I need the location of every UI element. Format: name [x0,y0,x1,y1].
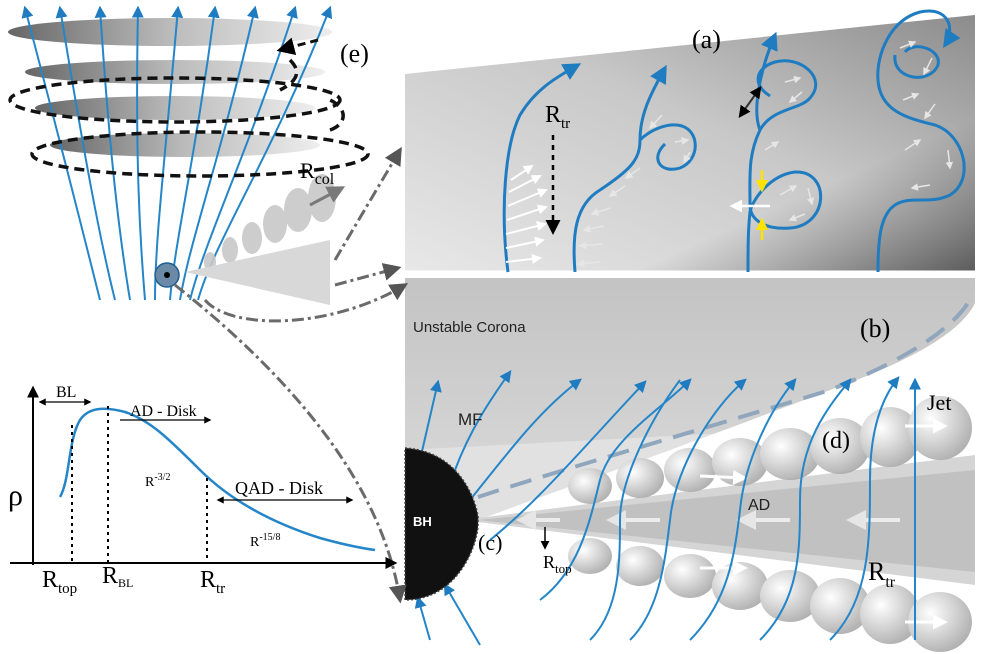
x-tick-r-bl: RBL [102,563,133,590]
slope-2-label: R-15/8 [250,532,280,550]
panel-e: (e) Rcol [8,5,409,604]
jet-label: Jet [927,390,951,415]
density-curve [58,407,376,552]
r-col-label: Rcol [300,158,335,188]
panel-d-label: (d) [822,428,850,454]
mf-label: MF [458,410,483,429]
density-profile: ρ BL AD - Disk QAD - Disk R-3/2 R-15/8 R… [8,384,398,597]
r-tr-label-d: Rtr [868,557,896,591]
r-tr-label-a: Rtr [545,102,570,132]
panel-b: BH Unstable Corona (b) (c) (d) MF Jet AD… [404,278,975,654]
panel-a: (a) Rtr [405,9,975,274]
corona-boundary [477,295,974,499]
bh-label: BH [413,514,432,529]
panel-b-label: (b) [860,314,890,343]
unstable-corona-label: Unstable Corona [413,319,526,336]
r-top-label-c: Rtop [543,552,572,576]
panel-a-label: (a) [692,25,721,54]
panel-e-label: (e) [340,39,369,68]
x-tick-r-tr: Rtr [200,567,225,597]
panel-c-label: (c) [478,530,502,555]
black-hole [404,447,479,601]
qad-disk-label: QAD - Disk [235,478,323,498]
x-tick-r-top: Rtop [42,567,77,597]
ad-disk-label: AD - Disk [130,403,197,420]
ad-label: AD [748,497,770,514]
rho-label: ρ [8,479,23,512]
bl-label: BL [56,384,76,401]
slope-1-label: R-3/2 [145,472,170,490]
